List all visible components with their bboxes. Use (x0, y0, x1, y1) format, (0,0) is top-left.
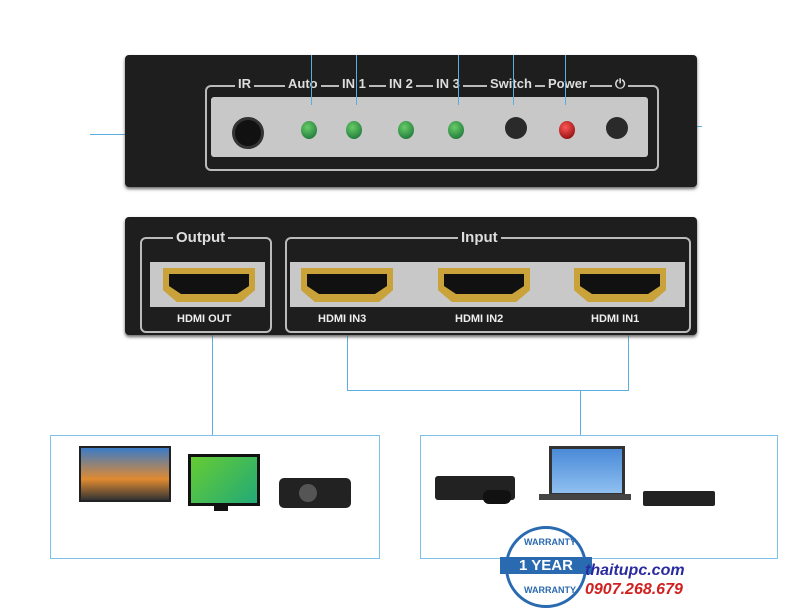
input-source-line (580, 390, 581, 436)
ir-jack (232, 117, 264, 149)
gamepad-icon (483, 490, 511, 504)
badge-top-text: WARRANTY (524, 537, 576, 547)
badge-bottom-text: WARRANTY (524, 585, 576, 595)
phone-text: 0907.268.679 (585, 581, 683, 598)
front-frame (205, 85, 659, 171)
dvd-player-icon (643, 491, 715, 506)
monitor-icon (188, 454, 260, 506)
laptop-icon (549, 446, 625, 496)
monitor-stand (214, 503, 228, 511)
power-symbol-icon: ⏻ (612, 76, 629, 92)
led-in2 (398, 121, 414, 139)
label-in1: IN 1 (339, 76, 369, 91)
output-devices-box (50, 435, 380, 559)
hdmi-in1-label: HDMI IN1 (591, 313, 640, 325)
hdmi-in3-port (301, 268, 393, 302)
hdmi-in2-label: HDMI IN2 (455, 313, 504, 325)
hdmi-out-port (163, 268, 255, 302)
tv-icon (79, 446, 171, 502)
laptop-base (539, 494, 631, 500)
badge-year-text: 1 YEAR (500, 557, 592, 574)
switch-button[interactable] (505, 117, 527, 139)
site-text: thaitupc.com (585, 562, 685, 579)
rear-panel: Output Input HDMI OUT HDMI IN3 HDMI IN2 … (125, 217, 697, 335)
label-in3: IN 3 (433, 76, 463, 91)
label-switch: Switch (487, 76, 535, 91)
label-auto: Auto (285, 76, 321, 91)
led-power (559, 121, 575, 139)
in3-line (458, 55, 459, 105)
front-gray-panel (211, 97, 648, 157)
projector-icon (279, 478, 351, 508)
label-ir: IR (235, 76, 254, 91)
input-devices-box (420, 435, 778, 559)
input-bus-line (347, 390, 629, 391)
output-label: Output (173, 229, 229, 246)
power-button[interactable] (606, 117, 628, 139)
auto-line (311, 55, 312, 105)
input-label: Input (458, 229, 501, 246)
label-power: Power (545, 76, 591, 91)
power-line (565, 55, 566, 105)
led-in3 (448, 121, 464, 139)
switch-line (513, 55, 514, 105)
hdmi-out-label: HDMI OUT (177, 313, 232, 325)
hdmi-in1-port (574, 268, 666, 302)
hdmi-in2-port (438, 268, 530, 302)
output-connector-line (212, 318, 213, 436)
label-in2: IN 2 (386, 76, 416, 91)
hdmi-in3-label: HDMI IN3 (318, 313, 367, 325)
warranty-badge: WARRANTY 1 YEAR WARRANTY (500, 526, 592, 608)
front-panel: IR Auto IN 1 IN 2 IN 3 Switch Power ⏻ (125, 55, 697, 187)
in1-line (356, 55, 357, 105)
in1-connector-line (628, 318, 629, 391)
in3-connector-line (347, 318, 348, 391)
led-auto (301, 121, 317, 139)
led-in1 (346, 121, 362, 139)
